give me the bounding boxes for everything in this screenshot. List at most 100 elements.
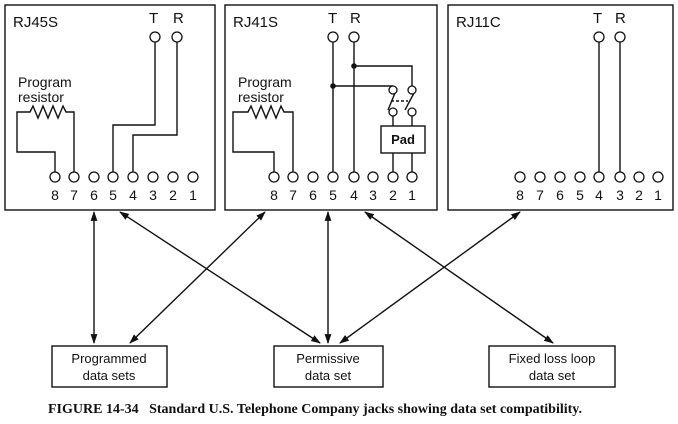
- pin-label: 1: [408, 187, 416, 203]
- ring-label: R: [350, 10, 361, 27]
- pin-terminal: [88, 171, 100, 183]
- pin-terminal: [406, 171, 418, 183]
- data-set-box: [273, 345, 384, 388]
- program-resistor: [16, 104, 75, 172]
- ring-label: R: [615, 10, 626, 27]
- ring-terminal: [171, 31, 183, 43]
- pin-terminal: [652, 171, 664, 183]
- pin-label: 5: [109, 187, 117, 203]
- pin-terminal: [327, 171, 339, 183]
- arrow-rj41s-programmed: [129, 211, 266, 344]
- program-label-line1: Program: [18, 74, 72, 90]
- pin-terminal: [574, 171, 586, 183]
- pin-terminal: [554, 171, 566, 183]
- pad-input-wires: [392, 116, 413, 126]
- pin-label: 5: [576, 187, 584, 203]
- tip-terminal: [593, 31, 605, 43]
- jack-rj41s-frame: [224, 4, 438, 211]
- pin-label: 5: [329, 187, 337, 203]
- tip-label: T: [593, 10, 602, 27]
- tip-wire: [112, 42, 156, 172]
- compatibility-arrows: [90, 211, 554, 344]
- pin-label: 4: [350, 187, 358, 203]
- pad-output-wires: [392, 153, 413, 172]
- jack-rj11c-frame: [447, 4, 674, 211]
- pin-row: 8 7 6 5 4 3 2 1: [49, 171, 199, 203]
- switch-wire-ring: [354, 65, 413, 86]
- pin-label: 4: [129, 187, 137, 203]
- jack-title: RJ11C: [456, 14, 501, 31]
- data-set-box: [488, 345, 616, 388]
- data-set-fixed-loss: Fixed loss loop data set: [488, 345, 616, 388]
- pin-label: 3: [369, 187, 377, 203]
- jack-title: RJ41S: [233, 14, 278, 31]
- pin-label: 2: [389, 187, 397, 203]
- pin-label: 8: [270, 187, 278, 203]
- pin-terminal: [167, 171, 179, 183]
- program-label-line2: resistor: [238, 89, 284, 105]
- pin-terminal: [593, 171, 605, 183]
- pin-label: 3: [616, 187, 624, 203]
- pin-terminal: [147, 171, 159, 183]
- data-set-programmed: Programmed data sets: [51, 345, 168, 388]
- pin-label: 8: [516, 187, 524, 203]
- tip-terminal: [327, 31, 339, 43]
- pin-terminal: [49, 171, 61, 183]
- data-set-label-line2: data set: [529, 368, 576, 383]
- pin-label: 2: [635, 187, 643, 203]
- pin-terminal: [287, 171, 299, 183]
- pin-label: 7: [536, 187, 544, 203]
- pin-terminal: [68, 171, 80, 183]
- tip-label: T: [149, 10, 158, 27]
- jack-title: RJ45S: [13, 14, 58, 31]
- jack-rj11c: RJ11C T R 8 7 6 5 4 3 2 1: [447, 4, 674, 211]
- jack-rj41s: RJ41S T R Program resistor Pad: [224, 4, 438, 211]
- data-set-label-line1: Permissive: [296, 351, 360, 366]
- data-set-label-line1: Fixed loss loop: [509, 351, 596, 366]
- pin-terminal: [127, 171, 139, 183]
- program-resistor: [232, 104, 294, 172]
- pin-row: 8 7 6 5 4 3 2 1: [514, 171, 664, 203]
- program-label-line1: Program: [238, 74, 292, 90]
- ring-terminal: [614, 31, 626, 43]
- arrow-rj41s-fixed-loss: [364, 211, 554, 344]
- pin-label: 7: [289, 187, 297, 203]
- arrow-rj11c-permissive: [339, 211, 521, 344]
- jack-rj45s-frame: [4, 4, 216, 211]
- switch-contact: [407, 85, 417, 95]
- pin-label: 7: [70, 187, 78, 203]
- pad-box: [380, 125, 426, 154]
- pin-terminal: [387, 171, 399, 183]
- pin-label: 2: [169, 187, 177, 203]
- tip-terminal: [149, 31, 161, 43]
- pin-row: 8 7 6 5 4 3 2 1: [268, 171, 418, 203]
- pin-label: 6: [309, 187, 317, 203]
- switch-contact: [407, 107, 417, 117]
- data-set-label-line2: data sets: [83, 368, 136, 383]
- data-set-permissive: Permissive data set: [273, 345, 384, 388]
- switch-contact: [388, 107, 398, 117]
- jack-rj45s: RJ45S T R Program resistor 8 7 6 5 4 3 2: [4, 4, 216, 211]
- pin-terminal: [633, 171, 645, 183]
- pin-terminal: [534, 171, 546, 183]
- pin-label: 1: [654, 187, 662, 203]
- figure-caption: FIGURE 14-34 Standard U.S. Telephone Com…: [48, 402, 582, 417]
- pin-terminal: [614, 171, 626, 183]
- pin-terminal: [367, 171, 379, 183]
- pad-label: Pad: [391, 132, 415, 147]
- pin-label: 3: [149, 187, 157, 203]
- switch-blade: [404, 92, 415, 111]
- pin-label: 4: [595, 187, 603, 203]
- pin-terminal: [187, 171, 199, 183]
- pin-terminal: [348, 171, 360, 183]
- pin-label: 6: [90, 187, 98, 203]
- data-set-label-line2: data set: [305, 368, 352, 383]
- pin-label: 8: [51, 187, 59, 203]
- switch-contact: [388, 85, 398, 95]
- ring-wire: [132, 42, 178, 172]
- pin-label: 6: [556, 187, 564, 203]
- pin-terminal: [514, 171, 526, 183]
- pin-terminal: [307, 171, 319, 183]
- ring-label: R: [173, 10, 184, 27]
- program-label-line2: resistor: [18, 89, 64, 105]
